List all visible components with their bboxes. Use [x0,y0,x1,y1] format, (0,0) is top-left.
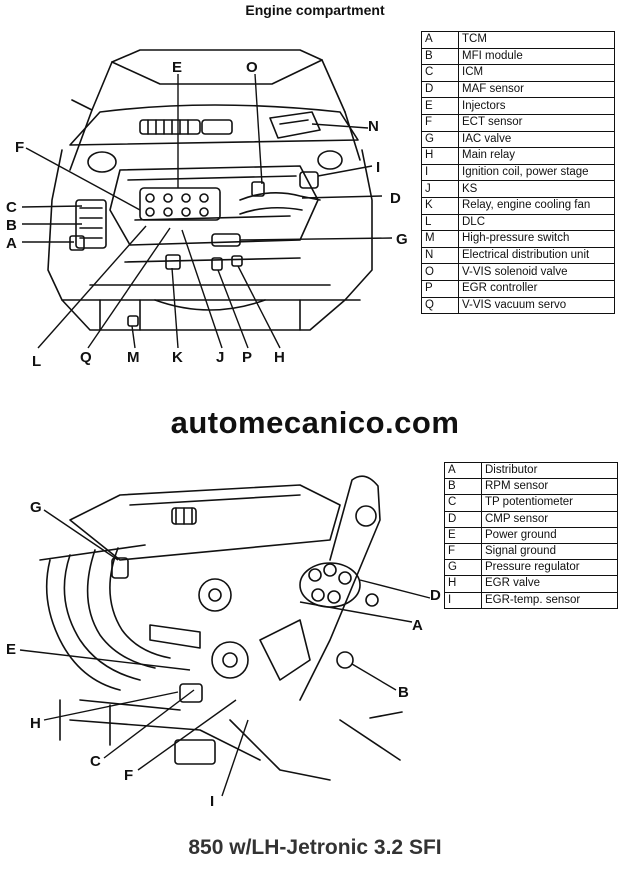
legend-bottom-label: Power ground [481,526,618,544]
legend-bottom-label: EGR valve [481,575,618,593]
callout-p: P [242,349,252,366]
legend-top-label: V-VIS vacuum servo [458,296,615,315]
callout-f: F [15,139,24,156]
callout-q: Q [80,349,92,366]
legend-bottom-key: A [444,461,482,480]
legend-bottom-key: E [444,526,482,544]
legend-bottom-label: Distributor [481,461,618,480]
callout-k: K [172,349,183,366]
callout-bottom-b: B [398,684,409,701]
callout-e: E [172,59,182,76]
callout-l: L [32,353,41,370]
legend-bottom-label: RPM sensor [481,478,618,496]
legend-top-label: ECT sensor [458,113,615,132]
callout-h: H [274,349,285,366]
legend-top-label: High-pressure switch [458,230,615,248]
legend-bottom-label: CMP sensor [481,510,618,528]
callout-b: B [6,217,17,234]
callout-a: A [6,235,17,252]
callout-n: N [368,118,379,135]
legend-bottom-key: I [444,591,482,609]
legend-bottom-label: Pressure regulator [481,559,618,577]
legend-top-label: DLC [458,213,615,232]
legend-top-label: ICM [458,64,615,82]
legend-top-label: MAF sensor [458,80,615,99]
page-title: Engine compartment [245,2,385,18]
callout-bottom-i: I [210,793,214,810]
callout-g: G [396,231,408,248]
callout-bottom-h: H [30,715,41,732]
legend-bottom-key: C [444,494,482,512]
legend-top-label: TCM [458,31,615,49]
legend-bottom-label: TP potentiometer [481,494,618,512]
callout-bottom-e: E [6,641,16,658]
legend-bottom-label: Signal ground [481,542,618,561]
legend-bottom-key: B [444,478,482,496]
legend-top-label: Electrical distribution unit [458,246,615,265]
engine-side-drawing: G D A E B H C F I [6,475,441,810]
legend-top-label: Relay, engine cooling fan [458,196,615,215]
legend-top-label: KS [458,180,615,198]
legend-bottom-key: F [444,542,482,561]
legend-top-label: MFI module [458,47,615,66]
callout-o: O [246,59,258,76]
legend-bottom-key: D [444,510,482,528]
legend-bottom-key: G [444,559,482,577]
legend-bottom-label: EGR-temp. sensor [481,591,618,609]
legend-top-label: Ignition coil, power stage [458,163,615,182]
callout-bottom-c: C [90,753,101,770]
legend-top-label: IAC valve [458,130,615,149]
watermark: automecanico.com [170,405,460,440]
caption: 850 w/LH-Jetronic 3.2 SFI [188,836,442,859]
callout-bottom-a: A [412,617,423,634]
legend-top-label: EGR controller [458,279,615,298]
callout-m: M [127,349,140,366]
callout-j: J [216,349,224,366]
callout-d: D [390,190,401,207]
callout-i: I [376,159,380,176]
engine-compartment-drawing: E O N F I C D B A G L Q M K J P H [6,49,408,370]
legend-top-label: Main relay [458,147,615,165]
callout-bottom-g: G [30,499,42,516]
legend-top-label: Injectors [458,97,615,115]
legend-bottom-key: H [444,575,482,593]
callout-c: C [6,199,17,216]
legend-top-label: V-VIS solenoid valve [458,263,615,281]
callout-bottom-d: D [430,587,441,604]
callout-bottom-f: F [124,767,133,784]
